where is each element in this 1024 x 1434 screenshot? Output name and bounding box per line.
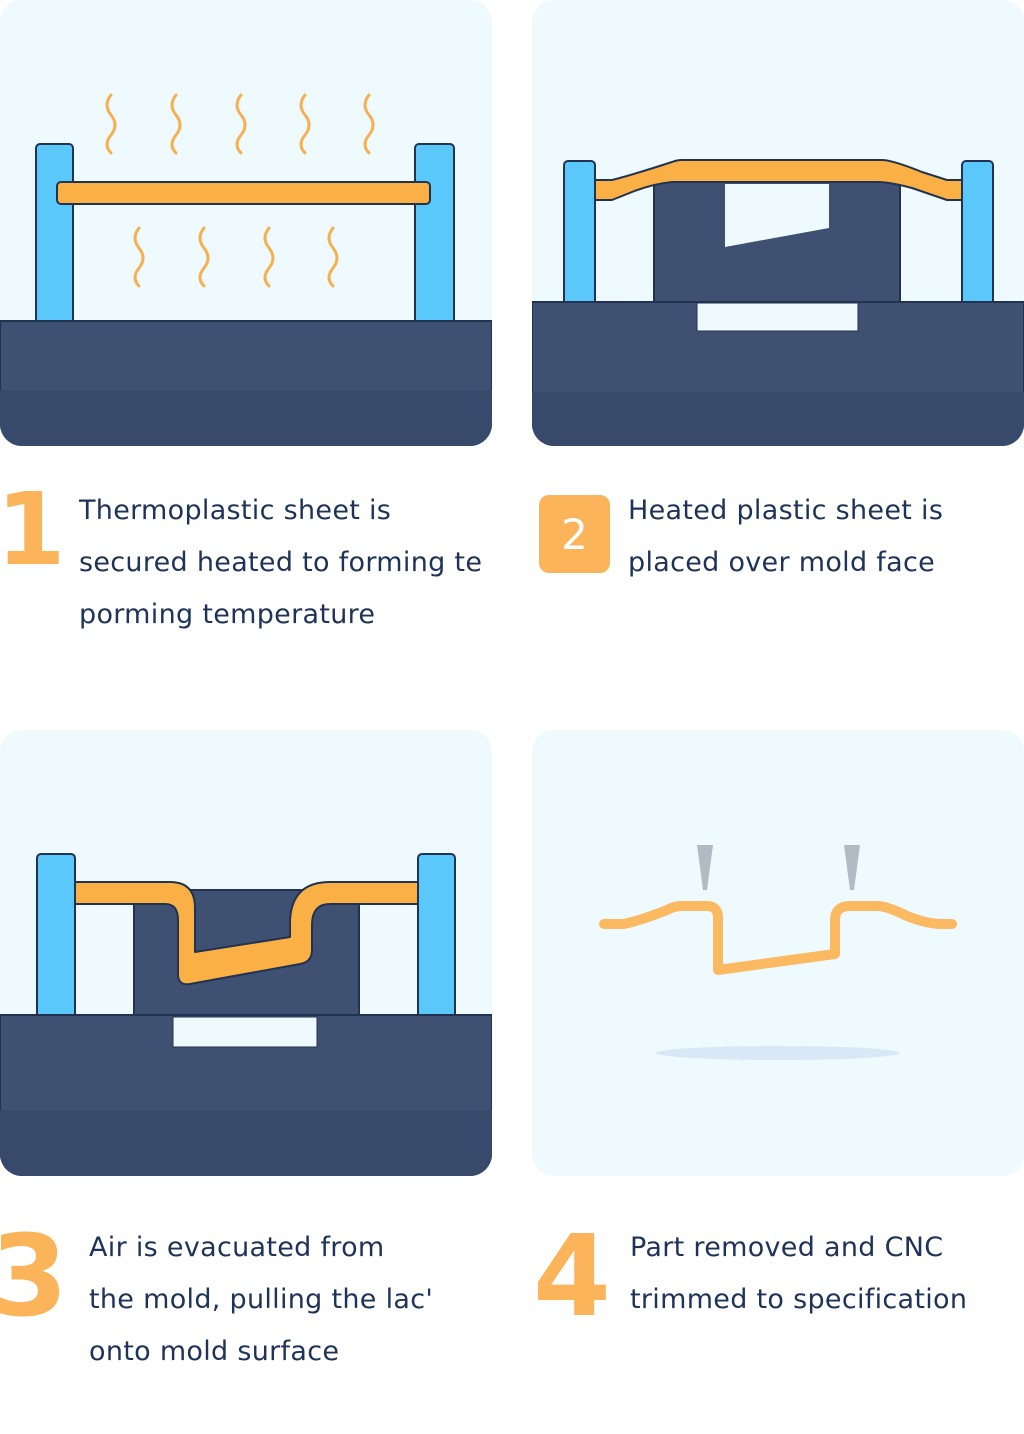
step-2-illustration [532,0,1024,446]
plastic-sheet [74,881,419,986]
plastic-sheet [56,181,431,205]
trim-blade-icon [697,845,713,890]
step-4-caption: Part removed and CNC trimmed to specific… [630,1232,968,1315]
formed-part [599,901,957,975]
clamp-left [35,143,74,327]
clamp-left [36,853,76,1025]
step-3-number: 3 [0,1212,68,1342]
clamp-right [414,143,455,327]
step-1-number: 1 [0,471,66,588]
trim-blade-icon [844,845,860,890]
clamp-right [417,853,456,1025]
step-4-illustration [532,730,1024,1176]
shadow [656,1046,900,1060]
step-2-caption: Heated plastic sheet is placed over mold… [628,495,944,578]
step-1-caption: Thermoplastic sheet is secured heated to… [79,495,483,630]
step-4-number: 4 [533,1212,611,1342]
step-3-illustration [0,730,492,1176]
step-1-illustration [0,0,492,446]
heat-wave-icon [105,93,375,288]
clamp-right [961,160,994,307]
step-3-caption: Air is evacuated from the mold, pulling … [89,1232,434,1367]
plastic-sheet [594,159,963,201]
step-2-number-badge: 2 [539,495,610,573]
clamp-left [563,160,596,307]
